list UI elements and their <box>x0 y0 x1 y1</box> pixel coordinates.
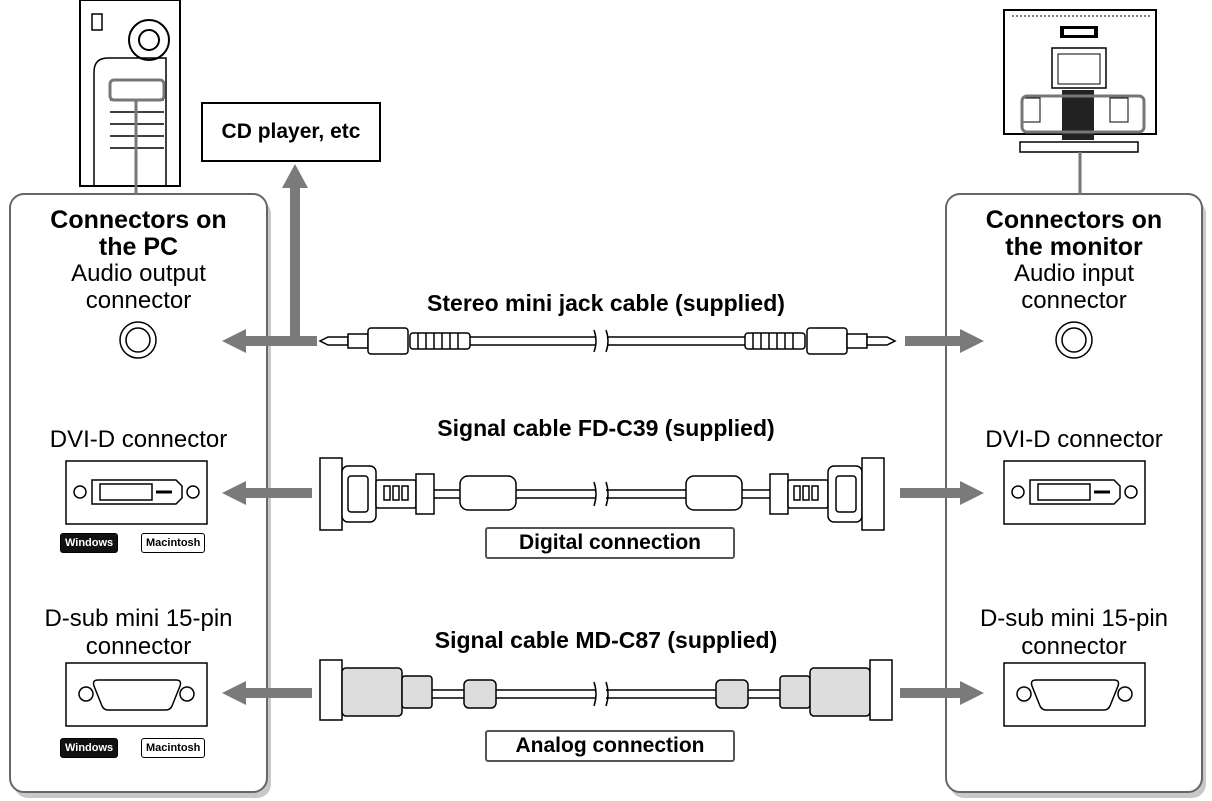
cd-player-box <box>201 102 381 162</box>
monitor-dsub-label-line2: connector <box>1021 633 1127 660</box>
stereo-cable-label: Stereo mini jack cable (supplied) <box>427 290 785 316</box>
pc-dsub-label-line2: connector <box>85 633 192 660</box>
pc-panel-title-line1: Connectors on <box>50 206 227 234</box>
monitor-dvi-label: DVI-D connector <box>985 426 1163 453</box>
cd-player-label: CD player, etc <box>221 120 361 143</box>
digital-connection-label: Digital connection <box>485 527 735 559</box>
macintosh-badge: Macintosh <box>141 533 206 553</box>
analog-connection-label: Analog connection <box>485 730 735 762</box>
monitor-panel-title-line1: Connectors on <box>985 206 1163 234</box>
pc-dvi-port-icon <box>65 460 208 525</box>
pc-audio-jack-icon <box>119 321 157 359</box>
dvi-cable-graphic <box>319 457 885 531</box>
arrows <box>222 164 984 705</box>
monitor-panel-title-line2: the monitor <box>1005 233 1143 261</box>
pc-audio-label-line2: connector <box>85 287 192 314</box>
pc-dsub-port-icon <box>65 662 208 727</box>
monitor-dsub-label-line1: D-sub mini 15-pin <box>979 605 1169 632</box>
windows-badge: Windows <box>60 533 119 553</box>
monitor-dvi-port-icon <box>1003 460 1146 525</box>
dvi-cable-label: Signal cable FD-C39 (supplied) <box>437 415 775 441</box>
monitor-dsub-port-icon <box>1003 662 1146 727</box>
pc-dsub-label-line1: D-sub mini 15-pin <box>44 605 233 632</box>
windows-badge: Windows <box>60 738 119 758</box>
stereo-cable-graphic <box>318 327 897 355</box>
pc-panel-title-line2: the PC <box>98 233 179 261</box>
pc-dvi-label: DVI-D connector <box>49 426 228 453</box>
macintosh-badge: Macintosh <box>141 738 206 758</box>
dsub-cable-graphic <box>319 659 893 721</box>
monitor-back-icon <box>1003 9 1157 194</box>
dsub-cable-label: Signal cable MD-C87 (supplied) <box>434 627 778 653</box>
pc-tower-icon <box>79 0 181 194</box>
monitor-audio-jack-icon <box>1055 321 1093 359</box>
monitor-audio-label-line1: Audio input <box>1013 260 1135 287</box>
monitor-audio-label-line2: connector <box>1021 287 1127 314</box>
pc-audio-label-line1: Audio output <box>71 260 206 287</box>
